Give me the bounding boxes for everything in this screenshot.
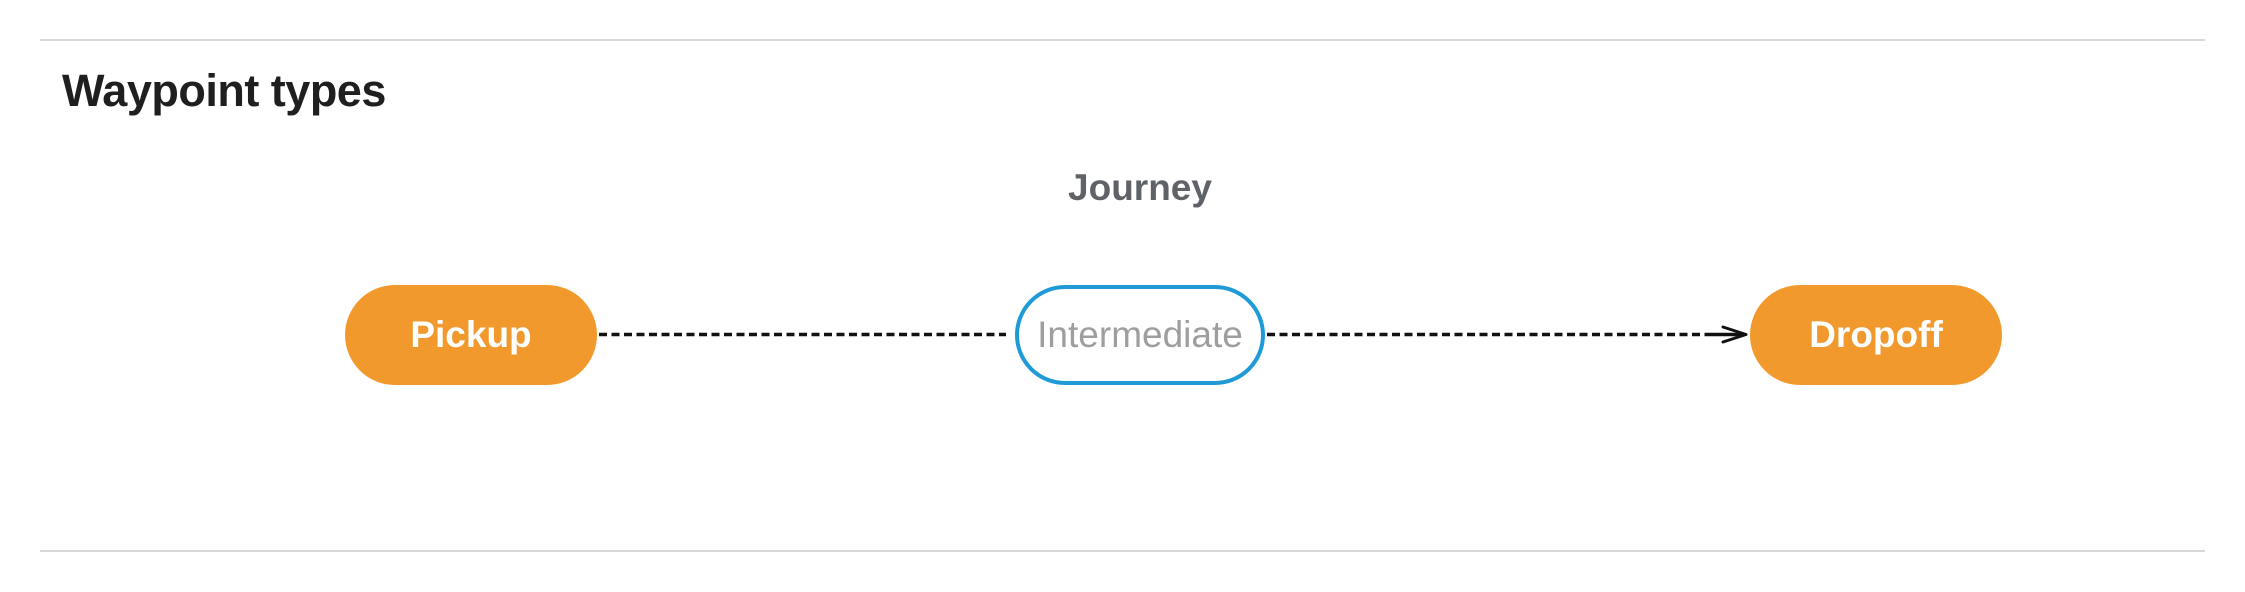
top-divider xyxy=(40,39,2205,41)
node-pickup-label: Pickup xyxy=(410,314,532,355)
arrowhead-icon xyxy=(1721,325,1748,344)
node-intermediate: Intermediate xyxy=(1015,285,1265,385)
bottom-divider xyxy=(40,550,2205,552)
node-pickup: Pickup xyxy=(345,285,597,385)
node-intermediate-label: Intermediate xyxy=(1037,314,1243,355)
node-dropoff-label: Dropoff xyxy=(1809,314,1943,355)
node-dropoff: Dropoff xyxy=(1750,285,2002,385)
diagram-title: Journey xyxy=(1068,167,1212,208)
page-title: Waypoint types xyxy=(62,65,386,116)
